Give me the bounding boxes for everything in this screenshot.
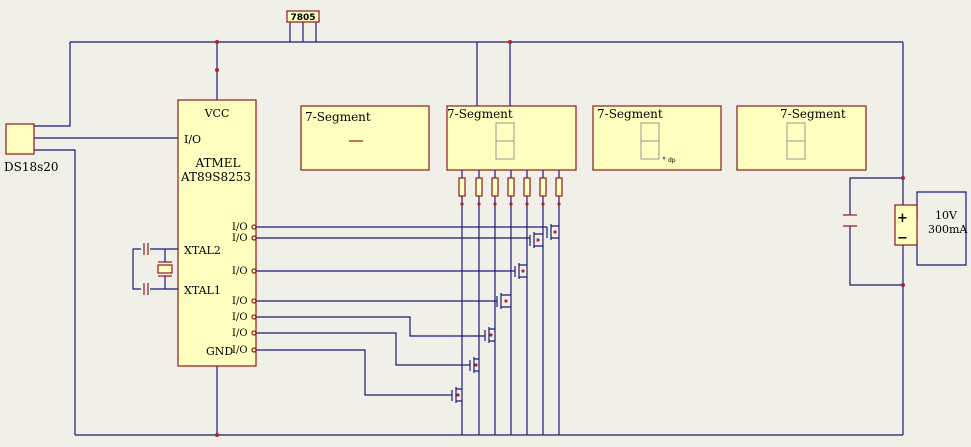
mcu-xtal1-label: XTAL1: [184, 284, 221, 297]
io-pin-1-label: I/O: [232, 222, 248, 233]
crystal-oscillator: [143, 243, 173, 295]
display-3: 7-Segment dp: [592, 105, 722, 171]
transistor-5: [484, 327, 495, 343]
io-pin-7-label: I/O: [232, 345, 248, 356]
battery: + − 10V 300mA: [894, 204, 968, 246]
display-1: 7-Segment: [300, 105, 430, 171]
io-pin-5-label: I/O: [232, 312, 248, 323]
io-pin-6-label: I/O: [232, 328, 248, 339]
mcu-xtal2-label: XTAL2: [184, 244, 221, 257]
display-1-label: 7-Segment: [305, 110, 371, 124]
io-pin-4-label: I/O: [232, 296, 248, 307]
mcu-gnd-label: GND: [206, 345, 233, 358]
temperature-sensor: DS18s20: [4, 123, 59, 174]
display-3-label: 7-Segment: [597, 107, 663, 121]
transistor-3: [514, 263, 527, 279]
battery-current-label: 300mA: [928, 223, 968, 236]
mcu-vcc-label: VCC: [204, 107, 230, 120]
display-4-label: 7-Segment: [780, 107, 846, 121]
transistor-7: [451, 387, 462, 403]
io-pin-3-label: I/O: [232, 266, 248, 277]
battery-plus-label: +: [897, 211, 908, 226]
transistor-2: [529, 232, 543, 248]
junctions: [215, 40, 905, 437]
regulator-label: 7805: [290, 13, 315, 23]
display-2: 7-Segment: [446, 105, 577, 171]
mcu-io-pins: I/O I/O I/O I/O I/O I/O I/O: [232, 222, 257, 356]
microcontroller: VCC I/O ATMEL AT89S8253 XTAL2 XTAL1 GND …: [177, 99, 257, 367]
wires: [34, 22, 967, 436]
display-3-dp-label: dp: [668, 157, 676, 164]
transistor-1: [546, 224, 559, 240]
battery-minus-label: −: [897, 231, 908, 246]
io-pin-2-label: I/O: [232, 233, 248, 244]
display-4: 7-Segment: [736, 105, 867, 171]
mcu-sensor-io-label: I/O: [184, 133, 201, 146]
sensor-label: DS18s20: [4, 160, 59, 174]
mcu-brand-label: ATMEL: [194, 156, 240, 170]
battery-voltage-label: 10V: [935, 209, 958, 222]
mcu-model-label: AT89S8253: [180, 170, 251, 184]
transistor-4: [496, 293, 511, 309]
filter-capacitor: [843, 214, 857, 227]
transistor-array: [451, 224, 559, 403]
voltage-regulator: 7805: [286, 10, 320, 23]
transistor-6: [469, 357, 479, 373]
display-2-label: 7-Segment: [447, 107, 513, 121]
resistor-array: [458, 177, 563, 197]
